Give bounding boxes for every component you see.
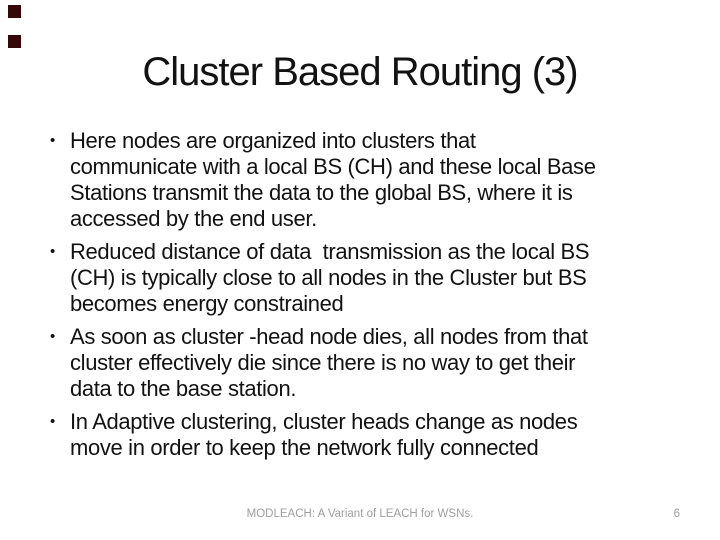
page-number: 6 — [673, 508, 680, 520]
bullet-line: In Adaptive clustering, cluster heads ch… — [70, 409, 578, 434]
bullet-text: As soon as cluster -head node dies, all … — [70, 324, 688, 402]
bullet-item: • Reduced distance of data transmission a… — [48, 239, 688, 317]
bullet-line: communicate with a local BS (CH) and the… — [70, 154, 596, 179]
bullet-line: becomes energy constrained — [70, 291, 344, 316]
bullet-item: • As soon as cluster -head node dies, all… — [48, 324, 688, 402]
bullet-line: move in order to keep the network fully … — [70, 435, 539, 460]
bullet-line: accessed by the end user. — [70, 206, 317, 231]
decor-square-bottom-icon — [8, 35, 21, 48]
bullet-item: • In Adaptive clustering, cluster heads c… — [48, 409, 688, 461]
bullet-marker-icon: • — [50, 413, 56, 430]
bullet-item: • Here nodes are organized into clusters … — [48, 128, 688, 232]
bullet-line: Here nodes are organized into clusters t… — [70, 128, 476, 153]
bullet-marker-icon: • — [50, 243, 56, 260]
bullet-line: data to the base station. — [70, 376, 297, 401]
bullet-text: In Adaptive clustering, cluster heads ch… — [70, 409, 688, 461]
bullet-marker-icon: • — [50, 328, 56, 345]
bullet-list: • Here nodes are organized into clusters … — [48, 128, 688, 468]
bullet-line: cluster effectively die since there is n… — [70, 350, 576, 375]
bullet-line: Stations transmit the data to the global… — [70, 180, 573, 205]
bullet-line: Reduced distance of data transmission as… — [70, 239, 590, 264]
decor-square-top-icon — [8, 5, 21, 18]
footer-citation: MODLEACH: A Variant of LEACH for WSNs. — [246, 508, 474, 520]
bullet-line: As soon as cluster -head node dies, all … — [70, 324, 588, 349]
bullet-marker-icon: • — [50, 132, 56, 149]
slide-title: Cluster Based Routing (3) — [142, 50, 578, 94]
bullet-line: (CH) is typically close to all nodes in … — [70, 265, 587, 290]
bullet-text: Here nodes are organized into clusters t… — [70, 128, 688, 232]
bullet-text: Reduced distance of data transmission as… — [70, 239, 688, 317]
